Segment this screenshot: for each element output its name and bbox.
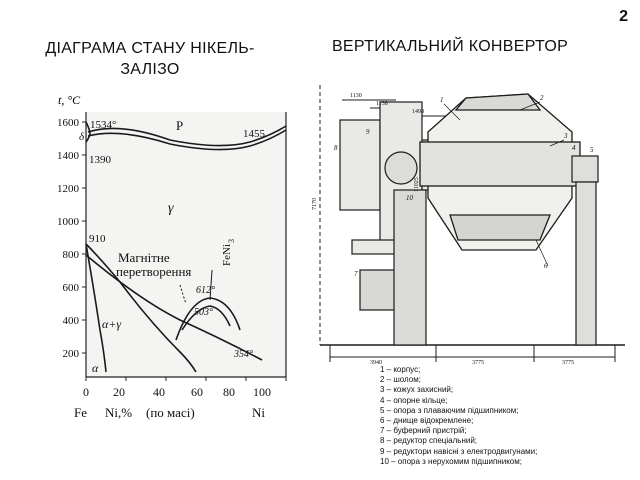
label-t910: 910	[89, 233, 106, 245]
diagram-background	[86, 112, 286, 377]
label-alpha-gamma: α+γ	[102, 317, 121, 331]
x-tick-label: 20	[113, 385, 125, 399]
x-label-note: (по масі)	[146, 405, 195, 420]
y-tick-label: 1400	[57, 150, 80, 162]
liquidus-curve	[87, 125, 287, 147]
dim-text: 7170	[312, 198, 318, 210]
y-tick-label: 200	[63, 348, 80, 360]
y-axis-label: t, °C	[58, 93, 81, 107]
page-number: 2	[619, 8, 628, 25]
callout-number: 10	[406, 194, 414, 202]
gamma-boundary	[85, 243, 197, 373]
label-t1390: 1390	[89, 154, 112, 166]
x-label-ni-percent: Ni,%	[105, 405, 132, 420]
gearbox-assembly	[339, 101, 443, 346]
legend-item: 3 – кожух захисний;	[380, 385, 454, 395]
legend-item: 4 – опорне кільце;	[380, 395, 448, 405]
label-alpha: α	[92, 361, 99, 375]
legend-item: 2 – шолом;	[380, 375, 421, 385]
reducer-special	[339, 119, 381, 211]
legend-item: 9 – редуктори навісні з електродвигунами…	[380, 446, 538, 456]
x-tick-label: 0	[83, 385, 89, 399]
label-t1455: 1455	[243, 128, 266, 140]
dim-text: 11025	[414, 177, 420, 192]
y-tick-label: 600	[63, 282, 80, 294]
converter-vessel	[419, 93, 581, 251]
legend-item: 10 – опора з нерухомим підшипником;	[380, 456, 522, 466]
floating-bearing-support	[571, 155, 599, 346]
right-bearing-housing	[571, 155, 599, 183]
dim-text: 3940	[370, 360, 382, 365]
label-feni3: FeNi	[221, 244, 233, 266]
callout-number: 1	[440, 96, 444, 104]
phase-diagram-title-line2: ЗАЛІЗО	[120, 61, 180, 78]
x-tick-label: 60	[191, 385, 203, 399]
y-tick-label: 1600	[57, 117, 80, 129]
x-label-ni: Ni	[252, 405, 265, 420]
alpha-boundary	[85, 243, 107, 373]
phase-diagram: 1600 1400 1200 1000 800 600 400 200 t, °…	[57, 93, 287, 420]
label-t503: 503°	[194, 307, 213, 318]
callout-number: 3	[563, 132, 568, 140]
x-tick-label: 40	[153, 385, 165, 399]
x-tick-label: 80	[223, 385, 235, 399]
phase-diagram-title-line1: ДІАГРАМА СТАНУ НІКЕЛЬ-	[45, 40, 255, 57]
callout-number: 6	[544, 262, 548, 270]
label-t1534: 1534°	[90, 119, 116, 131]
magnetic-pointer	[179, 284, 187, 305]
callout-number: 9	[366, 128, 370, 136]
callout-number: 4	[572, 144, 576, 152]
fenia3-inner-curve	[181, 305, 231, 331]
right-pillar	[575, 181, 597, 346]
label-magnetic-line1: Магнітне	[118, 250, 170, 265]
fixed-bearing-support	[393, 189, 427, 346]
dim-text: 1498	[412, 109, 424, 115]
converter-legend: 1 – корпус; 2 – шолом; 3 – кожух захисни…	[380, 365, 620, 467]
legend-item: 5 – опора з плаваючим підшипником;	[380, 405, 519, 415]
label-delta: δ	[79, 131, 85, 143]
dim-text: 3775	[472, 360, 484, 365]
legend-item: 1 – корпус;	[380, 365, 421, 374]
converter-title: ВЕРТИКАЛЬНИЙ КОНВЕРТОР	[331, 38, 569, 55]
x-label-fe: Fe	[74, 405, 87, 420]
callout-number: 8	[334, 144, 338, 152]
y-tick-label: 800	[63, 249, 80, 261]
delta-boundary	[85, 121, 91, 143]
dim-text: 3775	[562, 360, 574, 365]
y-tick-label: 1000	[57, 216, 80, 228]
callout-number: 7	[354, 270, 358, 278]
buffer-device	[359, 269, 401, 311]
legend-item: 8 – редуктор спеціальний;	[380, 436, 478, 446]
fenia3-pointer	[209, 269, 213, 301]
label-magnetic-line2: перетворення	[116, 264, 191, 279]
converter-drawing: 1130 1138 1498 7170 11025 3940 3775 3775…	[312, 85, 625, 365]
label-t612: 612°	[196, 285, 215, 296]
y-tick-label: 400	[63, 315, 80, 327]
converter-helmet	[454, 93, 542, 111]
y-tick-label: 1200	[57, 183, 80, 195]
magnetic-transformation-curve	[85, 254, 263, 361]
label-t354: 354°	[233, 349, 253, 360]
phase-diagram-title: ДІАГРАМА СТАНУ НІКЕЛЬ- ЗАЛІЗО	[20, 38, 280, 80]
detachable-bottom	[449, 214, 551, 241]
label-feni3-subscript: 3	[227, 239, 236, 243]
solidus-curve	[87, 129, 287, 151]
gear-wheel	[384, 151, 418, 185]
label-liquid: P	[176, 118, 183, 133]
callout-number: 2	[540, 94, 544, 102]
legend-item: 6 – днище відокремлене;	[380, 416, 474, 426]
callout-number: 5	[590, 146, 594, 154]
legend-item: 7 – буферний пристрій;	[380, 426, 467, 436]
support-ring	[419, 141, 581, 187]
dim-text: 1138	[376, 101, 388, 107]
label-gamma: γ	[168, 201, 174, 216]
x-tick-label: 100	[253, 385, 271, 399]
dim-text: 1130	[350, 93, 362, 99]
